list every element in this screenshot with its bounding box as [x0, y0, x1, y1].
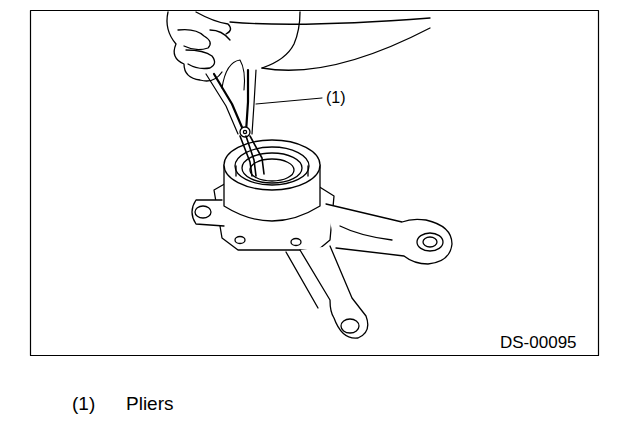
- figure-frame: [31, 11, 599, 356]
- callout-number: (1): [72, 394, 95, 413]
- part-name: Pliers: [126, 394, 174, 413]
- figure-code: DS-00095: [500, 334, 577, 351]
- callout-number: (1): [326, 90, 346, 106]
- leader-line: [256, 98, 322, 104]
